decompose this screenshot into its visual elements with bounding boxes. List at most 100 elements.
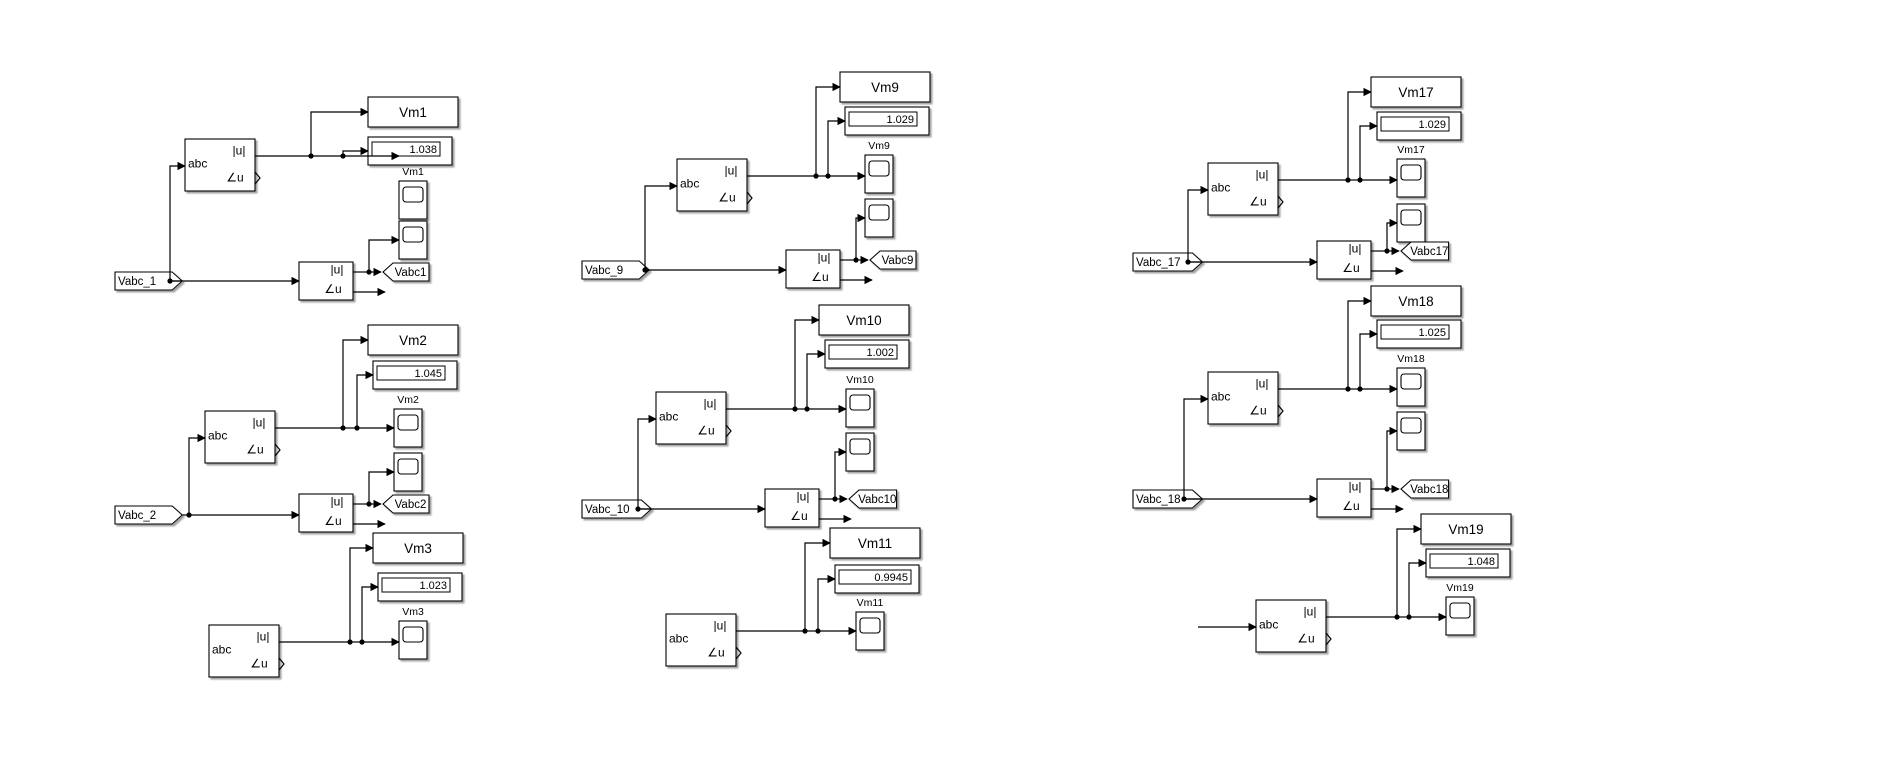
complex-to-polar-block[interactable]: |u|∠u	[1316, 240, 1372, 280]
display-block[interactable]: 1.038	[367, 136, 453, 166]
display-block[interactable]: 1.029	[1376, 111, 1462, 141]
block-body[interactable]	[1207, 162, 1279, 216]
block-body[interactable]	[1316, 478, 1372, 518]
scope-block[interactable]	[393, 452, 423, 492]
complex-to-polar-block[interactable]: |u|∠u	[298, 493, 354, 533]
abc-to-polar-block[interactable]: abc|u|∠u	[1207, 371, 1279, 425]
vm-label-body[interactable]	[367, 96, 459, 128]
display-block[interactable]: 1.045	[372, 360, 458, 390]
vm-label-block[interactable]: Vm19	[1420, 513, 1512, 545]
vm-label-block[interactable]: Vm10	[818, 304, 910, 336]
goto-tag-block[interactable]: Vabc17	[1400, 241, 1450, 261]
vm-label-body[interactable]	[839, 71, 931, 103]
from-tag-block[interactable]: Vabc_10	[581, 499, 653, 519]
abc-to-polar-block[interactable]: abc|u|∠u	[1255, 599, 1327, 653]
vm-label-block[interactable]: Vm1	[367, 96, 459, 128]
from-tag-shape[interactable]	[581, 499, 653, 519]
from-tag-block[interactable]: Vabc_18	[1132, 489, 1204, 509]
from-tag-block[interactable]: Vabc_9	[581, 260, 651, 280]
abc-to-polar-block[interactable]: abc|u|∠u	[655, 391, 727, 445]
display-block[interactable]: 1.002	[824, 339, 910, 369]
block-body[interactable]	[184, 138, 256, 192]
block-body[interactable]	[764, 488, 820, 528]
scope-block[interactable]	[1396, 158, 1426, 198]
display-block[interactable]: 1.025	[1376, 319, 1462, 349]
display-value-field	[1380, 324, 1450, 340]
vm-label-block[interactable]: Vm18	[1370, 285, 1462, 317]
scope-block[interactable]	[845, 432, 875, 472]
vm-label-block[interactable]: Vm17	[1370, 76, 1462, 108]
display-value: 1.048	[1467, 556, 1495, 568]
scope-block[interactable]	[398, 620, 428, 660]
goto-tag-block[interactable]: Vabc10	[848, 489, 898, 509]
block-body[interactable]	[298, 493, 354, 533]
vm-label-block[interactable]: Vm9	[839, 71, 931, 103]
abc-to-polar-block[interactable]: abc|u|∠u	[665, 613, 737, 667]
vm-label-block[interactable]: Vm3	[372, 532, 464, 564]
goto-tag-block[interactable]: Vabc18	[1400, 479, 1450, 499]
complex-to-polar-block[interactable]: |u|∠u	[298, 261, 354, 301]
goto-tag-shape[interactable]	[1400, 241, 1450, 261]
scope-block[interactable]	[1445, 596, 1475, 636]
vm-label-body[interactable]	[367, 324, 459, 356]
from-tag-shape[interactable]	[1132, 489, 1204, 509]
vm-label-body[interactable]	[1370, 76, 1462, 108]
goto-tag-shape[interactable]	[382, 262, 430, 282]
display-value-field	[381, 577, 451, 593]
goto-tag-shape[interactable]	[382, 494, 430, 514]
abc-to-polar-block[interactable]: abc|u|∠u	[184, 138, 256, 192]
block-body[interactable]	[665, 613, 737, 667]
scope-block[interactable]	[855, 611, 885, 651]
scope-block[interactable]	[393, 408, 423, 448]
block-body[interactable]	[298, 261, 354, 301]
port-label-abc: abc	[1259, 618, 1278, 632]
vm-label-body[interactable]	[829, 527, 921, 559]
scope-block[interactable]	[398, 220, 428, 260]
vm-label-body[interactable]	[1370, 285, 1462, 317]
from-tag-label: Vabc_1	[118, 276, 156, 288]
complex-to-polar-block[interactable]: |u|∠u	[1316, 478, 1372, 518]
display-block[interactable]: 0.9945	[834, 564, 920, 594]
block-body[interactable]	[1207, 371, 1279, 425]
goto-tag-shape[interactable]	[1400, 479, 1450, 499]
block-body[interactable]	[208, 624, 280, 678]
from-tag-shape[interactable]	[1132, 252, 1204, 272]
vm-label-body[interactable]	[372, 532, 464, 564]
abc-to-polar-block[interactable]: abc|u|∠u	[204, 410, 276, 464]
from-tag-shape[interactable]	[114, 271, 184, 291]
scope-block[interactable]	[1396, 411, 1426, 451]
goto-tag-block[interactable]: Vabc2	[382, 494, 430, 514]
scope-block[interactable]	[845, 388, 875, 428]
goto-tag-shape[interactable]	[869, 250, 917, 270]
block-body[interactable]	[1316, 240, 1372, 280]
from-tag-block[interactable]: Vabc_2	[114, 505, 184, 525]
complex-to-polar-block[interactable]: |u|∠u	[785, 249, 841, 289]
from-tag-shape[interactable]	[114, 505, 184, 525]
from-tag-shape[interactable]	[581, 260, 651, 280]
from-tag-block[interactable]: Vabc_17	[1132, 252, 1204, 272]
scope-block[interactable]	[864, 154, 894, 194]
vm-label-block[interactable]: Vm11	[829, 527, 921, 559]
scope-block[interactable]	[864, 198, 894, 238]
scope-block[interactable]	[1396, 367, 1426, 407]
vm-label-body[interactable]	[818, 304, 910, 336]
vm-label-block[interactable]: Vm2	[367, 324, 459, 356]
from-tag-block[interactable]: Vabc_1	[114, 271, 184, 291]
block-body[interactable]	[785, 249, 841, 289]
goto-tag-shape[interactable]	[848, 489, 898, 509]
display-block[interactable]: 1.023	[377, 572, 463, 602]
abc-to-polar-block[interactable]: abc|u|∠u	[1207, 162, 1279, 216]
abc-to-polar-block[interactable]: abc|u|∠u	[208, 624, 280, 678]
goto-tag-block[interactable]: Vabc1	[382, 262, 430, 282]
goto-tag-block[interactable]: Vabc9	[869, 250, 917, 270]
scope-block[interactable]	[1396, 203, 1426, 243]
vm-label-text: Vm1	[399, 105, 427, 120]
scope-block[interactable]	[398, 180, 428, 220]
abc-to-polar-block[interactable]: abc|u|∠u	[676, 158, 748, 212]
block-body[interactable]	[655, 391, 727, 445]
display-block[interactable]: 1.048	[1425, 548, 1511, 578]
display-block[interactable]: 1.029	[844, 106, 930, 136]
block-body[interactable]	[204, 410, 276, 464]
complex-to-polar-block[interactable]: |u|∠u	[764, 488, 820, 528]
